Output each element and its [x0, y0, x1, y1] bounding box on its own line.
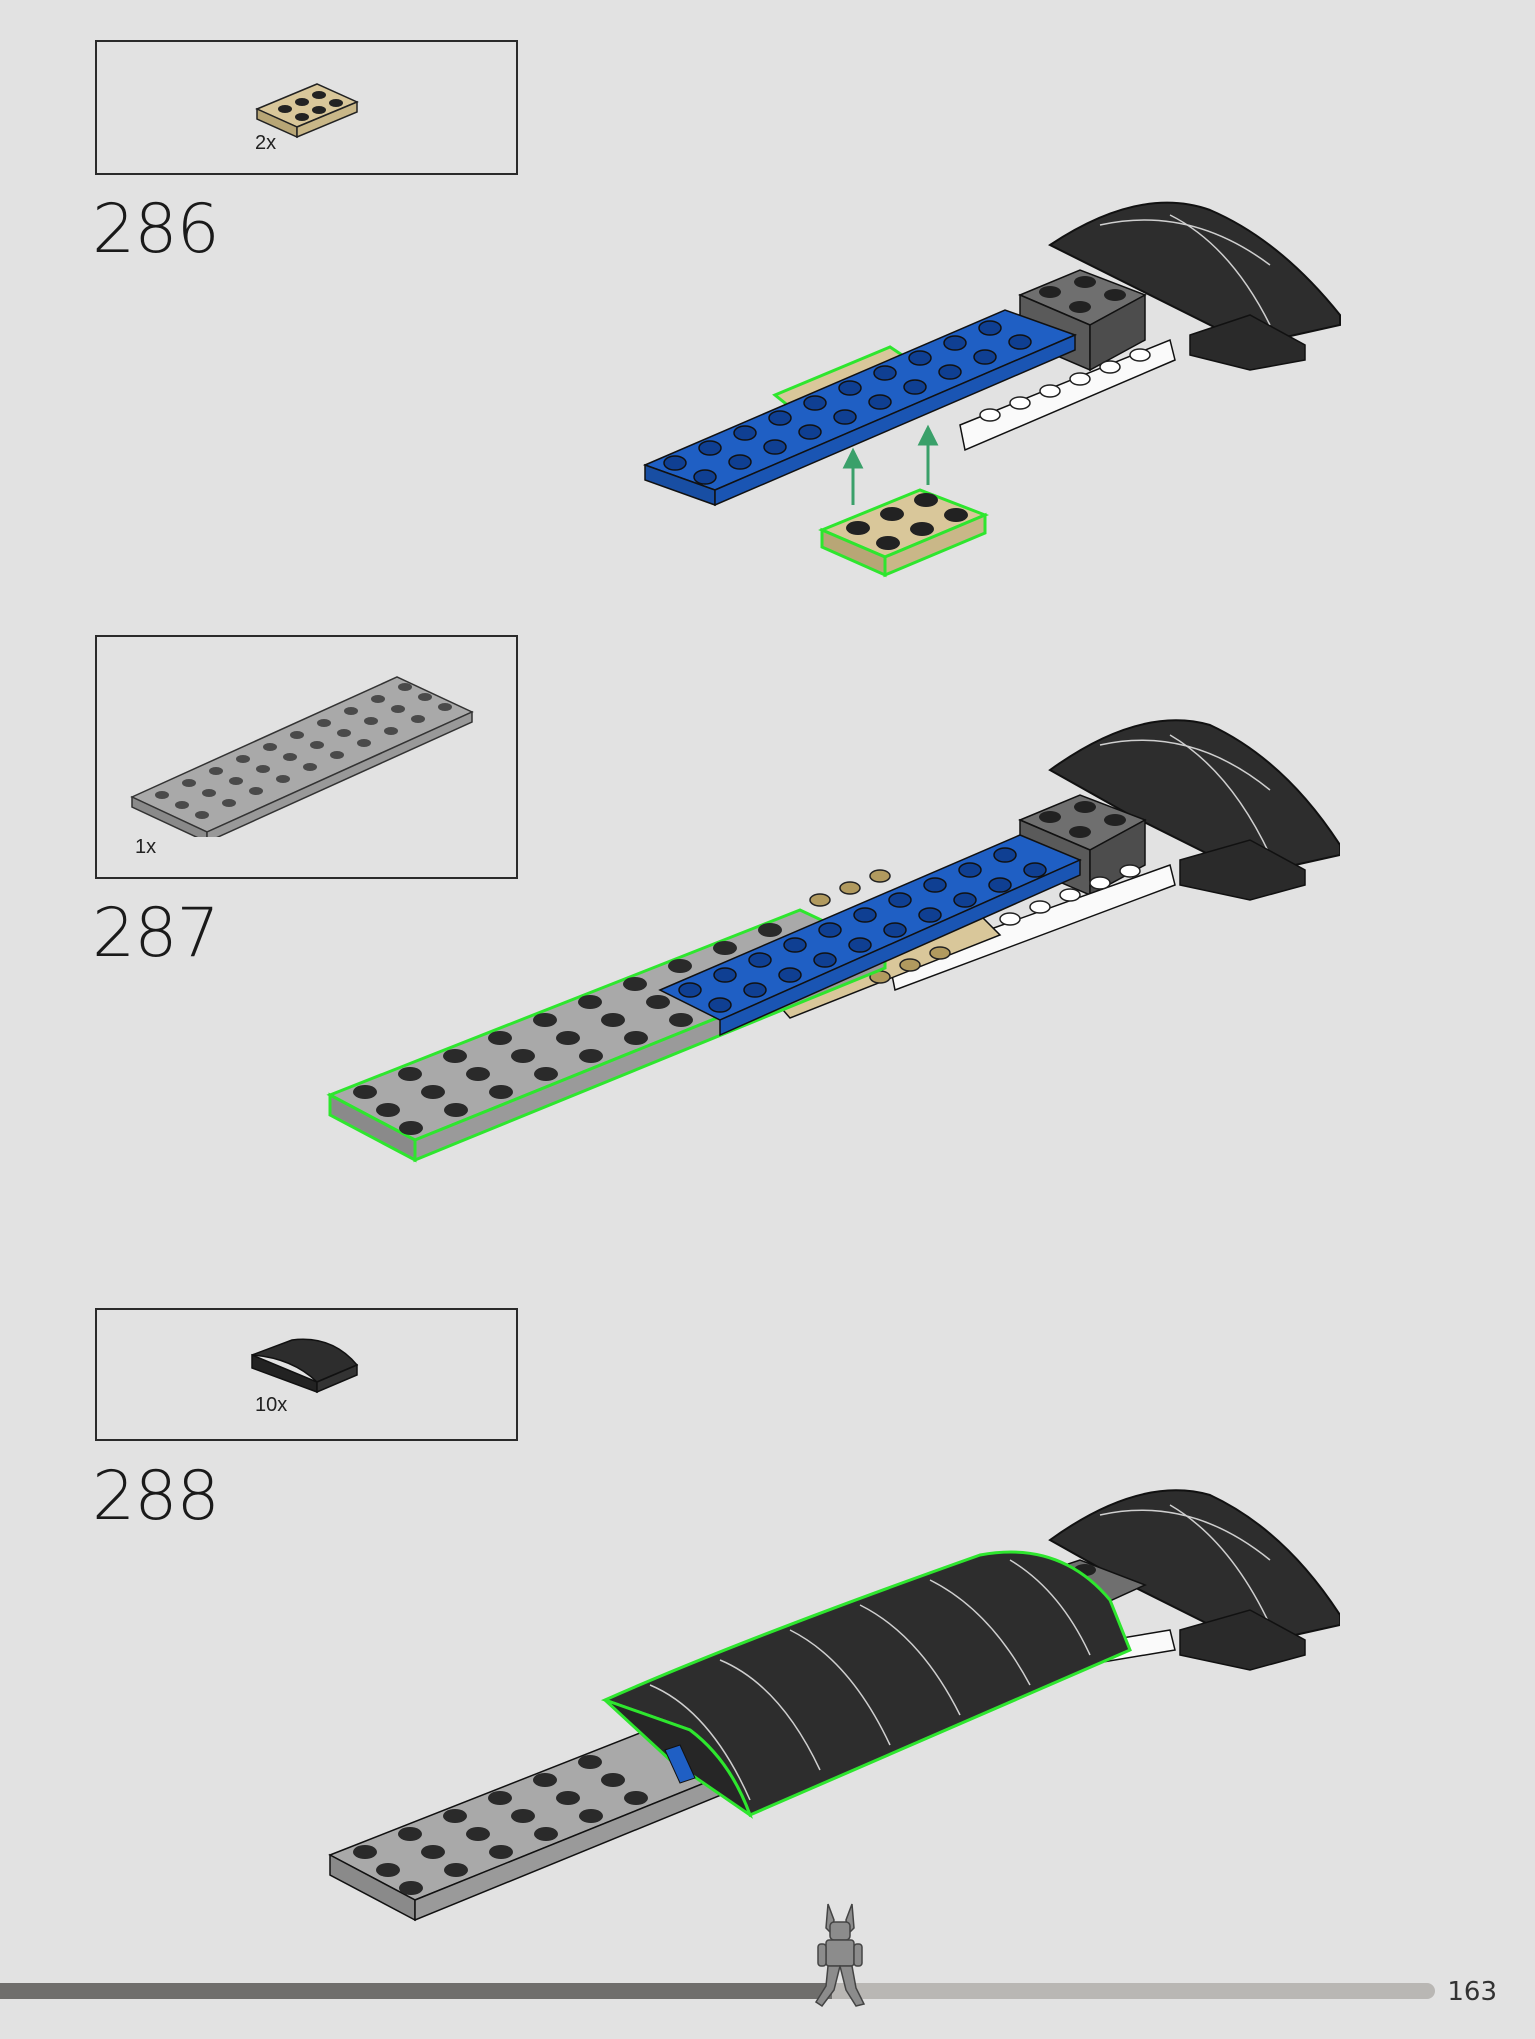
progress-bar — [0, 1983, 1435, 1999]
minifigure-icon — [815, 1903, 866, 2008]
curved-slope-icon — [251, 1338, 359, 1394]
part-quantity: 2x — [255, 132, 277, 154]
build-scene-286 — [642, 201, 1341, 578]
step-number: 286 — [92, 190, 220, 269]
tan-plate-icon — [255, 83, 359, 139]
parts-callout-287: 1x — [95, 635, 518, 879]
build-scene-287 — [326, 719, 1340, 1163]
parts-callout-288: 10x — [95, 1308, 518, 1441]
step-number: 288 — [92, 1457, 220, 1536]
parts-callout-286: 2x — [95, 40, 518, 175]
page-number: 163 — [1447, 1977, 1497, 2007]
step-number: 287 — [92, 894, 220, 973]
build-scene-288 — [328, 1489, 1340, 1922]
progress-bar-fill — [0, 1983, 833, 1999]
part-quantity: 10x — [255, 1394, 288, 1416]
gray-plate-icon — [130, 676, 474, 837]
part-quantity: 1x — [135, 836, 157, 858]
